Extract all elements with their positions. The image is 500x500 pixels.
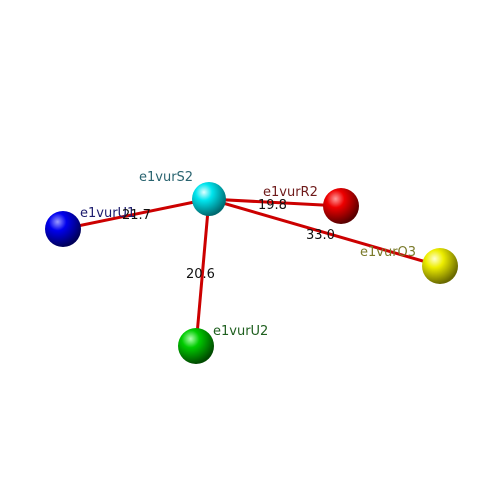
node-sphere-s2[interactable] bbox=[192, 182, 226, 216]
edges bbox=[62, 197, 441, 347]
edge-s2-u1 bbox=[62, 197, 210, 231]
node-label-o3: e1vurO3 bbox=[360, 245, 416, 260]
edge-labels: 21.7 19.8 33.0 20.6 bbox=[122, 198, 335, 282]
node-label-u2: e1vurU2 bbox=[213, 324, 268, 339]
edge-label-s2-o3: 33.0 bbox=[306, 228, 335, 243]
edge-label-s2-u2: 20.6 bbox=[186, 267, 215, 282]
node-label-r2: e1vurR2 bbox=[263, 185, 318, 200]
node-label-s2: e1vurS2 bbox=[139, 170, 193, 185]
node-label-u1: e1vurU1 bbox=[80, 206, 135, 221]
edge-label-s2-r2: 19.8 bbox=[258, 198, 287, 213]
edge-s2-o3 bbox=[208, 197, 441, 268]
edge-label-s2-u1: 21.7 bbox=[122, 208, 151, 223]
node-sphere-o3[interactable] bbox=[422, 248, 458, 284]
node-sphere-u2[interactable] bbox=[178, 328, 214, 364]
edge-s2-r2 bbox=[208, 197, 342, 208]
node-labels: e1vurS2 e1vurU1 e1vurR2 e1vurO3 e1vurU2 bbox=[80, 170, 416, 339]
nodes bbox=[45, 182, 458, 364]
node-sphere-u1[interactable] bbox=[45, 211, 81, 247]
edge-s2-u2 bbox=[194, 198, 211, 347]
node-sphere-r2[interactable] bbox=[323, 188, 359, 224]
